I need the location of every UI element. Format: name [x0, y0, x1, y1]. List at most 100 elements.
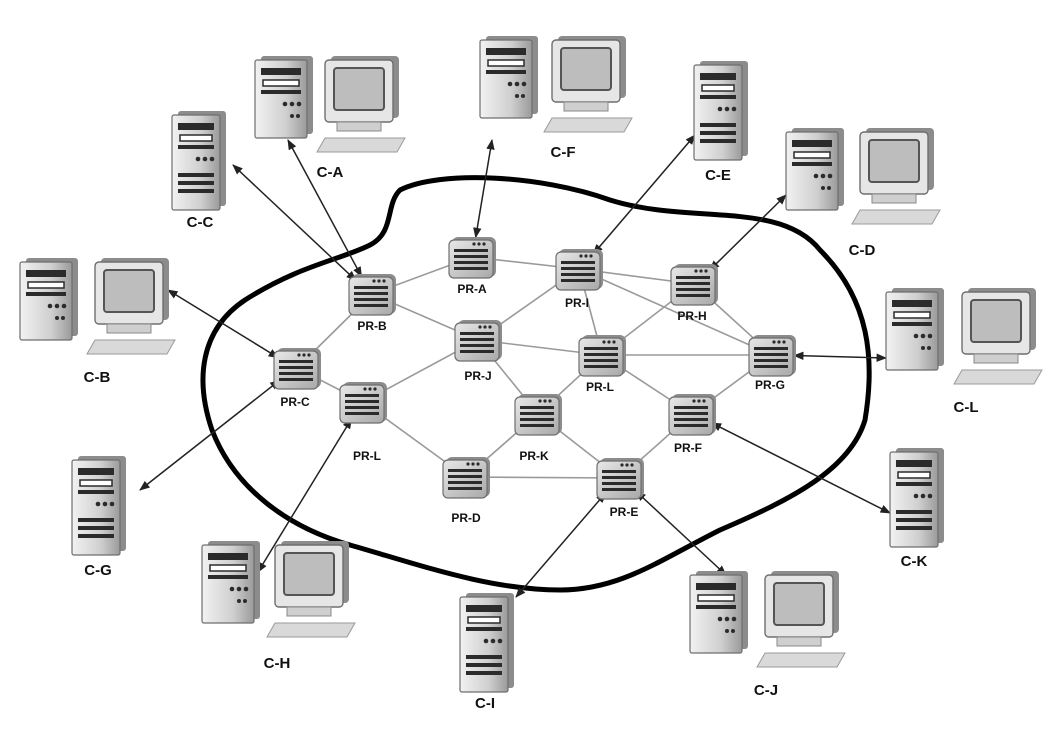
client-c-j[interactable]: C-J	[689, 571, 846, 699]
client-c-e[interactable]: C-E	[693, 61, 748, 184]
access-link-c-e	[592, 134, 696, 255]
keyboard-icon	[953, 369, 1043, 385]
router-label: PR-L	[353, 449, 381, 463]
client-c-k[interactable]: C-K	[889, 448, 944, 570]
client-label: C-F	[551, 144, 576, 161]
router-label: PR-K	[519, 449, 549, 463]
router-pr-b[interactable]: PR-B	[348, 274, 396, 333]
tower-pc-icon	[479, 36, 538, 119]
client-label: C-B	[84, 369, 111, 386]
router-label: PR-B	[357, 319, 387, 333]
router-label: PR-H	[677, 309, 706, 323]
tower-pc-icon	[689, 571, 748, 654]
client-label: C-I	[475, 695, 495, 712]
router-icon	[555, 249, 603, 291]
client-label: C-K	[901, 553, 928, 570]
router-icon	[578, 335, 626, 377]
monitor-icon	[316, 56, 406, 153]
router-link-pr-i-pr-g	[578, 268, 773, 356]
tower-pc-icon	[71, 456, 126, 556]
access-link-c-a	[287, 139, 363, 278]
client-label: C-L	[954, 399, 979, 416]
router-pr-l1[interactable]: PR-L	[339, 382, 387, 463]
monitor-icon	[86, 258, 176, 355]
router-label: PR-J	[464, 369, 491, 383]
tower-pc-icon	[885, 288, 944, 371]
monitor-icon	[266, 541, 356, 638]
tower-pc-icon	[254, 56, 313, 139]
router-icon	[442, 457, 490, 499]
client-label: C-C	[187, 214, 214, 231]
router-pr-e[interactable]: PR-E	[596, 458, 644, 519]
access-link-c-h	[257, 418, 353, 573]
client-c-f[interactable]: C-F	[479, 36, 633, 161]
access-link-c-k	[710, 422, 891, 514]
router-label: PR-C	[280, 395, 310, 409]
router-icon	[454, 320, 502, 362]
client-c-d[interactable]: C-D	[785, 128, 941, 259]
router-pr-c[interactable]: PR-C	[273, 348, 321, 409]
client-computers: C-A C-B C-C C-D C-E C-F C-G C-H C-I C-J C-K C-L	[19, 36, 1043, 712]
client-c-i[interactable]: C-I	[459, 593, 514, 712]
client-c-b[interactable]: C-B	[19, 258, 176, 386]
client-label: C-A	[317, 164, 344, 181]
router-icon	[348, 274, 396, 316]
router-pr-k[interactable]: PR-K	[514, 394, 562, 463]
router-pr-g[interactable]: PR-G	[748, 335, 796, 392]
provider-routers: PR-A PR-B PR-C PR-D PR-E PR-F PR-G PR-H PR-I PR-J…	[273, 237, 796, 525]
client-c-l[interactable]: C-L	[885, 288, 1043, 416]
router-pr-d[interactable]: PR-D	[442, 457, 490, 525]
keyboard-icon	[266, 622, 356, 638]
keyboard-icon	[86, 339, 176, 355]
router-icon	[339, 382, 387, 424]
router-pr-f[interactable]: PR-F	[668, 394, 716, 455]
router-label: PR-I	[565, 296, 589, 310]
access-link-c-d	[709, 194, 787, 271]
tower-pc-icon	[201, 541, 260, 624]
client-c-a[interactable]: C-A	[254, 56, 406, 181]
monitor-icon	[756, 571, 846, 668]
router-icon	[273, 348, 321, 390]
monitor-icon	[851, 128, 941, 225]
router-icon	[514, 394, 562, 436]
access-link-c-b	[167, 289, 280, 359]
router-icon	[596, 458, 644, 500]
router-icon	[668, 394, 716, 436]
keyboard-icon	[851, 209, 941, 225]
monitor-icon	[953, 288, 1043, 385]
client-label: C-H	[264, 655, 291, 672]
client-c-c[interactable]: C-C	[171, 111, 226, 231]
access-link-c-l	[792, 351, 888, 362]
router-icon	[448, 237, 496, 279]
router-pr-i[interactable]: PR-I	[555, 249, 603, 310]
router-link-pr-d-pr-e	[465, 476, 621, 479]
tower-pc-icon	[693, 61, 748, 161]
tower-pc-icon	[19, 258, 78, 341]
access-link-c-c	[232, 164, 357, 282]
client-label: C-D	[849, 242, 876, 259]
router-pr-l2[interactable]: PR-L	[578, 335, 626, 394]
router-pr-j[interactable]: PR-J	[454, 320, 502, 383]
router-label: PR-F	[674, 441, 702, 455]
router-pr-h[interactable]: PR-H	[670, 264, 718, 323]
keyboard-icon	[543, 117, 633, 133]
keyboard-icon	[756, 652, 846, 668]
access-link-c-j	[635, 490, 727, 576]
client-c-h[interactable]: C-H	[201, 541, 356, 672]
router-icon	[670, 264, 718, 306]
client-c-g[interactable]: C-G	[71, 456, 126, 579]
tower-pc-icon	[459, 593, 514, 693]
tower-pc-icon	[889, 448, 944, 548]
router-label: PR-L	[586, 380, 614, 394]
access-link-c-f	[473, 138, 495, 239]
client-label: C-E	[705, 167, 731, 184]
router-label: PR-A	[457, 282, 487, 296]
tower-pc-icon	[785, 128, 844, 211]
access-link-c-g	[139, 379, 281, 491]
router-pr-a[interactable]: PR-A	[448, 237, 496, 296]
router-label: PR-G	[755, 378, 785, 392]
access-links	[139, 134, 891, 598]
monitor-icon	[543, 36, 633, 133]
